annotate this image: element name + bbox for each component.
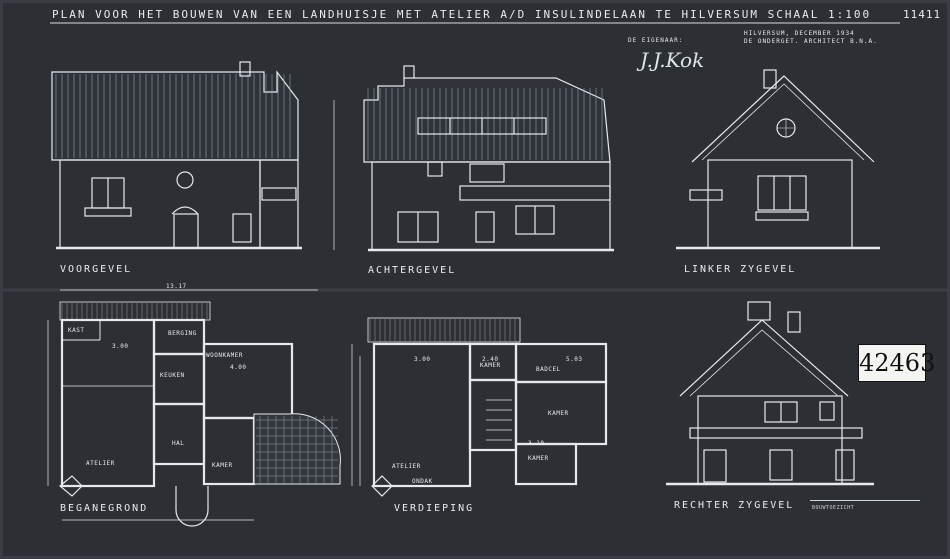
archive-number-stamp: 42463 bbox=[858, 344, 936, 382]
room-label-keuken: KEUKEN bbox=[160, 372, 185, 379]
approval-stamp-label: BOUWTOEZICHT bbox=[812, 505, 855, 511]
room-label-hal: HAL bbox=[172, 440, 185, 447]
caption-right-side-elevation: RECHTER ZYGEVEL bbox=[674, 500, 795, 511]
room-label-berging: BERGING bbox=[168, 330, 197, 337]
room-label-atelier-ground: ATELIER bbox=[86, 460, 115, 467]
dimension-300: 3.00 bbox=[112, 343, 129, 350]
room-label-woonkamer: WOONKAMER bbox=[206, 352, 244, 359]
room-label-badcel: BADCEL bbox=[536, 366, 561, 373]
caption-left-side-elevation: LINKER ZYGEVEL bbox=[684, 264, 797, 275]
front-elevation bbox=[51, 61, 302, 250]
dimension-upper-300: 3.00 bbox=[414, 356, 431, 363]
dimension-400: 4.00 bbox=[230, 364, 247, 371]
drawing-title: PLAN VOOR HET BOUWEN VAN EEN LANDHUISJE … bbox=[52, 8, 872, 21]
room-label-kamer-upper-2: KAMER bbox=[548, 410, 569, 417]
sheet-number: 11411 bbox=[903, 8, 942, 21]
room-label-atelier-upper: ATELIER bbox=[392, 463, 421, 470]
approval-stamp-strip: BOUWTOEZICHT bbox=[810, 500, 920, 519]
left-side-elevation bbox=[676, 69, 880, 250]
caption-rear-elevation: ACHTERGEVEL bbox=[368, 265, 457, 276]
dimension-310: 3.10 bbox=[528, 440, 545, 447]
place-date-block: HILVERSUM, DECEMBER 1934 DE ONDERGET. AR… bbox=[744, 30, 878, 46]
archive-number: 42463 bbox=[859, 349, 936, 377]
architect-signature: J.J.Kok bbox=[640, 48, 705, 72]
caption-upper-floor: VERDIEPING bbox=[394, 503, 475, 514]
room-label-kamer-upper-3: KAMER bbox=[528, 455, 549, 462]
right-side-elevation bbox=[666, 301, 874, 486]
room-label-kamer-upper-1: KAMER bbox=[480, 362, 501, 369]
rear-elevation bbox=[333, 65, 614, 252]
caption-ground-floor: BEGANEGROND bbox=[60, 503, 149, 514]
upper-floor-plan bbox=[351, 317, 608, 497]
dimension-503: 5.03 bbox=[566, 356, 583, 363]
dimension-240: 2.40 bbox=[482, 356, 499, 363]
room-label-kamer-ground: KAMER bbox=[212, 462, 233, 469]
architect-line: DE ONDERGET. ARCHITECT B.N.A. bbox=[744, 38, 878, 45]
room-label-kast: KAST bbox=[68, 327, 85, 334]
ground-floor-plan bbox=[47, 289, 341, 527]
room-label-ondak: ONDAK bbox=[412, 478, 433, 485]
place-date: HILVERSUM, DECEMBER 1934 bbox=[744, 30, 855, 37]
approval-label: DE EIGENAAR: bbox=[628, 37, 684, 44]
caption-front-elevation: VOORGEVEL bbox=[60, 264, 133, 275]
dimension-ground-width: 13.17 bbox=[166, 283, 187, 290]
